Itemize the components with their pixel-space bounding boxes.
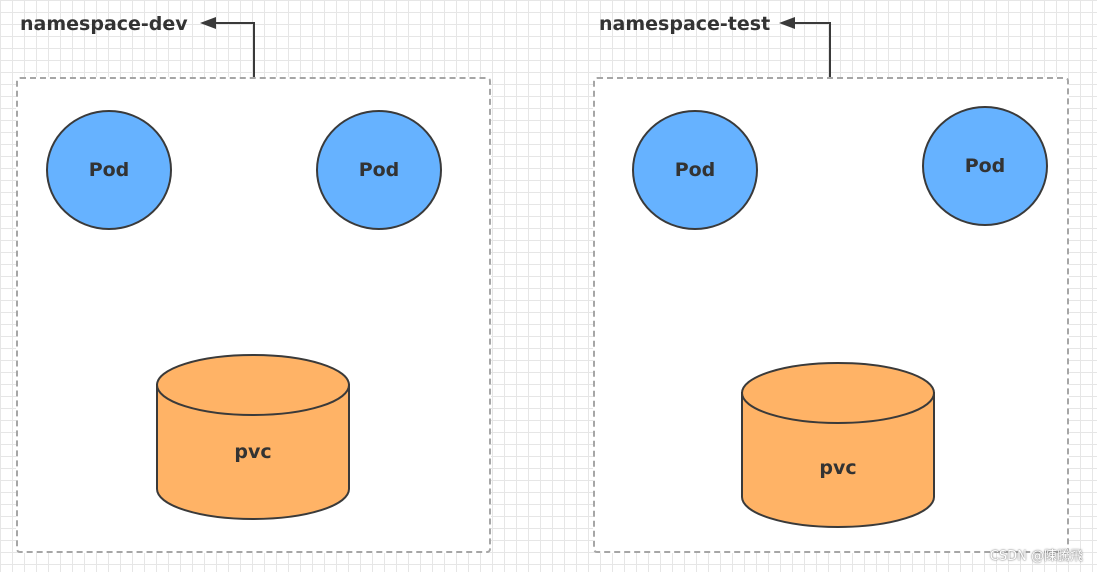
pod-dev-2: Pod	[316, 110, 442, 230]
cylinder-icon	[156, 354, 350, 520]
pod-test-1: Pod	[632, 110, 758, 230]
pvc-test-label: pvc	[819, 457, 857, 479]
namespace-test-label: namespace-test	[599, 13, 771, 35]
pvc-dev-label: pvc	[234, 441, 272, 463]
arrowhead-left-icon	[200, 17, 216, 29]
namespace-dev-label: namespace-dev	[20, 13, 188, 35]
pvc-dev-cylinder: pvc	[155, 353, 351, 521]
pvc-test-cylinder: pvc	[740, 361, 936, 529]
connector-dev	[200, 17, 255, 77]
pod-test-2: Pod	[922, 106, 1048, 226]
watermark: CSDN @陳騰飛	[989, 549, 1083, 564]
pod-dev-1: Pod	[46, 110, 172, 230]
arrowhead-left-icon	[779, 17, 795, 29]
connector-test	[779, 17, 831, 77]
cylinder-icon	[741, 362, 935, 528]
